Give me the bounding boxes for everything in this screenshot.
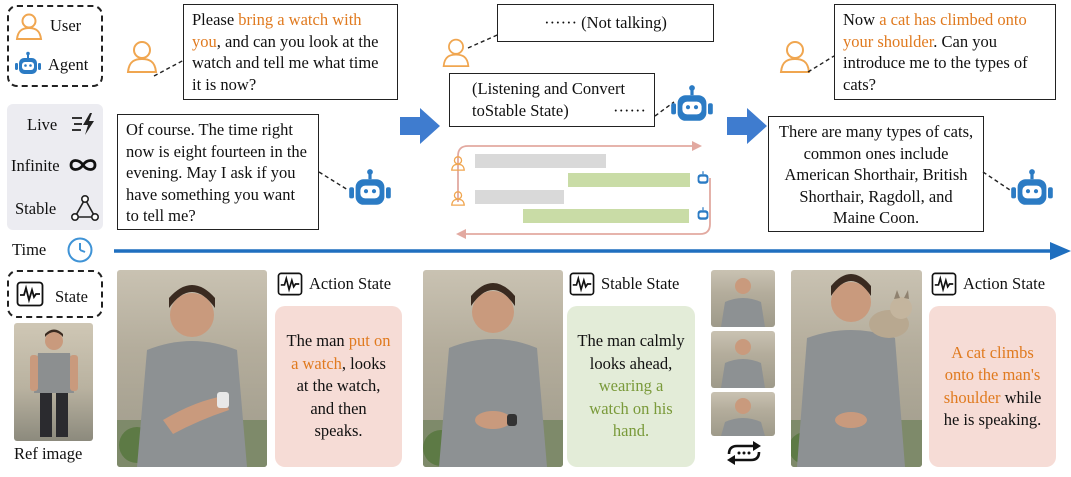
scene1-user-bubble: Please bring a watch with you, and can y… [183, 4, 398, 100]
agent-robot-icon [697, 171, 709, 184]
legend-state-label: State [55, 287, 88, 306]
conversation-loop-diagram [456, 141, 711, 239]
agent-robot-icon [671, 85, 713, 121]
agent-robot-icon [1011, 169, 1053, 205]
user-icon [779, 41, 811, 73]
flow-arrow [727, 108, 767, 144]
stable-frame-thumbnail [711, 270, 775, 327]
scene2-user-text: ······ (Not talking) [544, 13, 667, 32]
infinity-icon [69, 159, 97, 171]
user-speech-bar [475, 154, 606, 168]
legend-user-label: User [50, 16, 82, 35]
scene3-state-text-end: while he is speaking. [943, 387, 1042, 430]
scene3-action-state-panel: A cat climbs onto the man's shoulder whi… [929, 306, 1056, 467]
scene1-state-title-text: Action State [309, 274, 392, 293]
reference-image [14, 323, 93, 441]
user-icon [451, 191, 465, 206]
triangle-nodes-icon [71, 194, 99, 221]
waveform-icon [569, 272, 595, 296]
waveform-icon [16, 281, 44, 307]
user-icon [126, 41, 158, 73]
scene1-state-text-end: , looks at the watch, and then speaks. [296, 353, 386, 441]
scene3-user-text: Now [843, 10, 880, 29]
scene1-user-highlight: bring a watch with you [192, 10, 362, 51]
waveform-icon [277, 272, 303, 296]
bubble-tail [807, 55, 835, 73]
scene2-state-highlight: wearing a watch on his hand. [589, 376, 673, 441]
bubble-tail [654, 101, 675, 117]
user-speech-bar [475, 190, 564, 204]
clock-icon [67, 237, 93, 263]
scene1-action-state-panel: The man put on a watch, looks at the wat… [275, 306, 402, 467]
scene3-state-title: Action State [931, 272, 1045, 296]
scene1-state-highlight: put on a watch [291, 331, 391, 373]
user-icon [15, 13, 43, 40]
flow-arrow [400, 108, 440, 144]
scene2-agent-text: (Listening and Convert toStable State) [472, 79, 626, 120]
bubble-tail [153, 59, 185, 77]
scene2-video-frame [423, 270, 563, 467]
bubble-tail [318, 171, 349, 191]
scene2-state-title-text: Stable State [601, 274, 680, 293]
scene3-agent-text: There are many types of cats, common one… [778, 122, 974, 227]
scene1-user-text-end: , and can you look at the watch and tell… [192, 31, 379, 94]
user-icon [442, 38, 470, 67]
legend-live-label: Live [27, 115, 58, 134]
waveform-icon [931, 272, 957, 296]
scene1-state-title: Action State [277, 272, 391, 296]
scene2-state-text: The man calmly looks ahead, [577, 331, 685, 373]
lightning-icon [72, 113, 94, 135]
agent-robot-icon [697, 207, 709, 220]
scene2-state-title: Stable State [569, 272, 679, 296]
scene2-user-bubble: ······ (Not talking) [497, 4, 714, 42]
scene3-user-text-end: . Can you introduce me to the types of c… [843, 31, 1028, 94]
user-icon [451, 156, 465, 171]
agent-robot-icon [349, 169, 391, 205]
loop-icon [727, 441, 761, 465]
time-axis-arrow [114, 242, 1071, 260]
scene3-user-bubble: Now a cat has climbed onto your shoulder… [834, 4, 1056, 100]
scene3-video-frame [791, 270, 922, 467]
agent-speech-bar [523, 209, 689, 223]
scene3-agent-bubble: There are many types of cats, common one… [768, 116, 984, 232]
legend-agent-label: Agent [48, 55, 89, 74]
scene3-user-highlight: a cat has climbed onto your shoulder [843, 10, 1027, 51]
scene2-stable-state-panel: The man calmly looks ahead, wearing a wa… [567, 306, 695, 467]
scene1-state-text: The man [286, 331, 349, 351]
scene1-video-frame [117, 270, 267, 467]
ref-image-label: Ref image [14, 444, 83, 463]
legend-stable-label: Stable [15, 199, 57, 218]
bubble-tail [982, 171, 1011, 191]
scene1-agent-text: Of course. The time right now is eight f… [126, 120, 308, 225]
legend-user-agent-box [7, 5, 103, 87]
scene2-agent-dots: ······ [613, 101, 646, 120]
agent-robot-icon [15, 51, 41, 74]
legend-infinite-label: Infinite [11, 156, 60, 175]
scene2-agent-bubble: (Listening and Convert toStable State) ·… [449, 73, 655, 127]
stable-frame-thumbnail [711, 331, 775, 388]
agent-speech-bar [568, 173, 690, 187]
stable-frame-thumbnail [711, 392, 775, 436]
scene1-user-text: Please [192, 10, 239, 29]
legend-time-label: Time [12, 240, 47, 259]
scene3-state-title-text: Action State [963, 274, 1046, 293]
scene3-state-highlight: A cat climbs onto the man's shoulder [943, 342, 1041, 407]
legend-state-box [7, 270, 103, 318]
scene1-agent-bubble: Of course. The time right now is eight f… [117, 114, 319, 230]
